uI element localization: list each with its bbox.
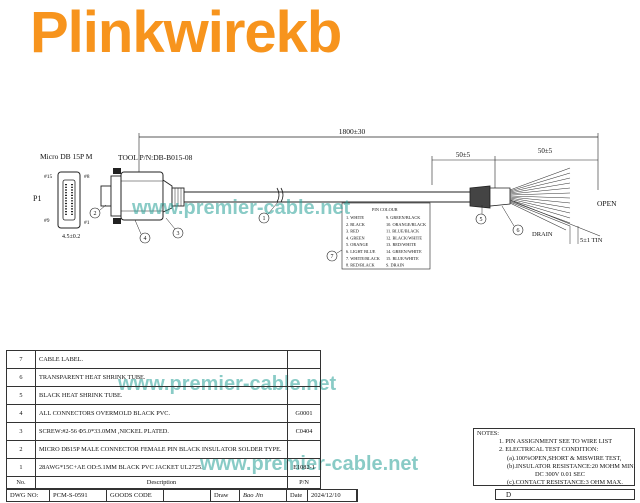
bom-cell-desc: SCREW:#2-56 Φ5.0*33.0MM ,NICKEL PLATED.	[35, 422, 288, 441]
svg-text:2: 2	[94, 211, 97, 217]
dim-b: 50±5	[538, 147, 553, 155]
pin-colour-item: 3. RED	[346, 229, 359, 234]
svg-text:3: 3	[177, 231, 180, 237]
watermark-top: www.premier-cable.net	[131, 197, 351, 219]
tin-label: 5±1 TIN	[580, 237, 603, 244]
svg-text:4: 4	[144, 236, 147, 242]
pin-colour-header: PIN COLOUR	[372, 207, 398, 212]
bom-cell-pn: C0404	[287, 422, 321, 441]
bom-cell-pn: E1082-1	[287, 458, 321, 477]
bom-cell-no: 4	[6, 404, 36, 423]
pin-colour-item: 14. GREEN/WHITE	[386, 249, 422, 254]
svg-text:#8: #8	[84, 174, 90, 180]
svg-text:#15: #15	[44, 174, 53, 180]
bom-cell-desc: CABLE LABEL.	[35, 350, 288, 369]
bom-cell-desc: 28AWG*15C+AE OD:5.1MM BLACK PVC JACKET U…	[35, 458, 288, 477]
pin-colour-item: 8. RED/BLACK	[346, 263, 376, 268]
bom-cell-no: 1	[6, 458, 36, 477]
bom-cell-pn	[287, 440, 321, 459]
bom-cell-no: 2	[6, 440, 36, 459]
bom-cell-pn	[287, 350, 321, 369]
date: 2024/12/10	[308, 490, 357, 501]
pin-colour-item: 12. BLACK/WHITE	[386, 235, 422, 240]
svg-text:5: 5	[480, 217, 483, 223]
bom-cell-no: 5	[6, 386, 36, 405]
callouts: 1 2 3 4 5 6 7	[89, 201, 524, 262]
pin-colour-item: 7. WHITE/BLACK	[346, 256, 381, 261]
pin-colour-item: 10. ORANGE/BLACK	[386, 222, 427, 227]
dwg-no: PCM-S-0591	[50, 490, 107, 501]
p1-label: P1	[33, 194, 41, 203]
dim-a: 50±5	[456, 151, 471, 159]
svg-text:#9: #9	[44, 218, 50, 224]
bom-cell-no: 3	[6, 422, 36, 441]
pin-colour-item: 1. WHITE	[346, 215, 364, 220]
notes-title: NOTES:	[477, 430, 500, 437]
bom-cell-desc: MICRO DB15P MALE CONNECTOR FEMALE PIN BL…	[35, 440, 288, 459]
pin-colour-item: 15. BLUE/WHITE	[386, 256, 419, 261]
svg-text:7: 7	[331, 254, 334, 260]
pin-colour-item: 9. GREEN/BLACK	[386, 215, 421, 220]
pin-colour-item: 5. ORANGE	[346, 242, 369, 247]
bom-cell-pn	[287, 386, 321, 405]
pin-colour-item: 4. GREEN	[346, 235, 365, 240]
notes-box: NOTES: 1. PIN ASSIGNMENT SEE TO WIRE LIS…	[473, 428, 635, 486]
rev-box: D	[495, 489, 635, 500]
bom-cell-desc: ALL CONNECTORS OVERMOLD BLACK PVC.	[35, 404, 288, 423]
title-block: DWG NO: PCM-S-0591 GOODS CODE Draw Bao J…	[6, 489, 358, 502]
bom-cell-pn: G0001	[287, 404, 321, 423]
svg-text:#1: #1	[84, 220, 90, 226]
brand-logo: Plinkwirekb	[30, 0, 342, 65]
drawer: Bao Jin	[240, 490, 287, 501]
connector-face	[57, 171, 81, 229]
bom-cell-desc: BLACK HEAT SHRINK TUBE.	[35, 386, 288, 405]
svg-text:6: 6	[517, 228, 520, 234]
pin-colour-item: 6. LIGHT BLUE	[346, 249, 376, 254]
pin-colour-box	[341, 202, 431, 270]
drain-label: DRAIN	[532, 231, 553, 238]
length-dim: 1800±30	[339, 127, 366, 136]
bom-cell-no: 7	[6, 350, 36, 369]
tool-pn: TOOL P/N:DB-B015-08	[118, 153, 193, 162]
bom-cell-desc: TRANSPARENT HEAT SHRINK TUBE.	[35, 368, 288, 387]
svg-text:4.5±0.2: 4.5±0.2	[62, 234, 80, 240]
svg-text:1: 1	[263, 216, 266, 222]
bom-header: No. Description P/N	[6, 476, 321, 489]
pin-colour-item: 2. BLACK	[346, 222, 366, 227]
connector-label: Micro DB 15P M	[40, 152, 93, 161]
bom-cell-pn	[287, 368, 321, 387]
connector-side	[100, 168, 185, 224]
pin-colour-item: S. DRAIN	[386, 263, 404, 268]
pin-colour-right: 9. GREEN/BLACK 10. ORANGE/BLACK 11. BLUE/B…	[386, 215, 427, 268]
bom-cell-no: 6	[6, 368, 36, 387]
open-label: OPEN	[597, 199, 617, 208]
wire-fanout	[509, 167, 601, 237]
pin-colour-item: 13. RED/WHITE	[386, 242, 416, 247]
cable-body	[184, 185, 511, 209]
pin-colour-item: 11. BLUE/BLACK	[386, 229, 420, 234]
